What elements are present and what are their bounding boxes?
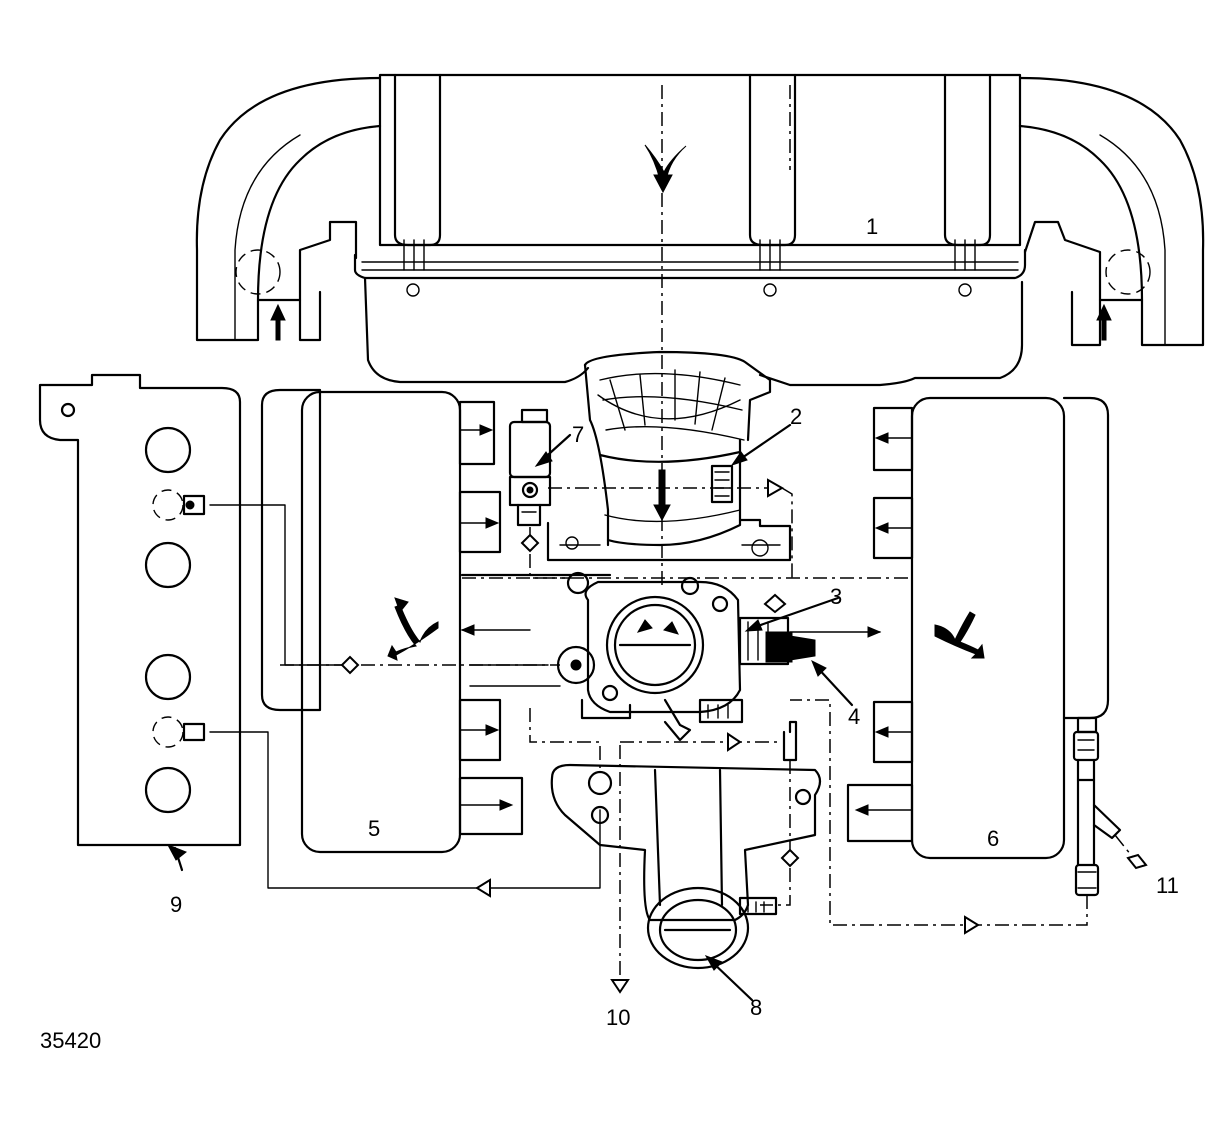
runner-right-1 <box>872 406 914 472</box>
flow-arrow-icon <box>475 878 491 898</box>
plenum-pillar-left <box>393 73 442 297</box>
callout-5: 5 <box>368 816 380 841</box>
solenoid-valve: 7 <box>508 408 584 579</box>
cylinder-bank-right: 6 11 <box>789 396 1179 935</box>
runner-right-4 <box>846 783 914 843</box>
callout-11: 11 <box>1156 873 1179 898</box>
callout-6: 6 <box>987 826 999 851</box>
inflow-arrow-right-icon <box>1096 303 1112 341</box>
airflow-converge-icon <box>644 144 687 194</box>
plenum-pillar-center <box>748 73 797 297</box>
cylinder-bank-left: 5 <box>260 388 531 854</box>
flow-arrow-icon <box>1126 853 1148 870</box>
runner-left-1 <box>458 400 496 466</box>
callout-2: 2 <box>790 404 802 429</box>
runner-left-4 <box>458 776 524 836</box>
duct-airflow-arrow-icon <box>653 469 671 522</box>
iac-valve <box>698 616 816 724</box>
callout-3: 3 <box>830 584 842 609</box>
flow-arrow-icon <box>780 848 800 868</box>
fuel-fitting: 11 <box>790 699 1179 935</box>
plenum-pillar-right <box>943 73 992 297</box>
flow-arrow-icon <box>727 732 742 752</box>
flow-arrow-icon <box>340 655 360 675</box>
callout-7: 7 <box>572 422 584 447</box>
flow-arrow-icon <box>767 478 785 498</box>
bank-left-airflow-icon <box>387 597 439 661</box>
inflow-arrow-left-icon <box>270 303 286 341</box>
lower-inlet: 8 <box>550 763 822 1020</box>
air-duct-maf: 2 <box>546 350 802 578</box>
callout-4: 4 <box>848 704 860 729</box>
callout-10: 10 <box>606 1005 630 1030</box>
flow-arrow-icon <box>520 533 540 553</box>
callout-1: 1 <box>866 214 878 239</box>
bank-right-airflow-icon <box>934 611 985 659</box>
flow-arrow-icon <box>964 915 980 935</box>
throttle-body: 3 4 10 <box>280 571 910 1030</box>
runner-left-2 <box>458 490 502 554</box>
callout-8: 8 <box>750 995 762 1020</box>
flow-arrow-icon <box>610 979 630 994</box>
flow-arrow-icon <box>763 593 787 614</box>
left-panel-plate: 9 <box>38 373 601 917</box>
callout-9: 9 <box>170 892 182 917</box>
air-cleaner-assembly: 1 <box>195 73 1205 590</box>
figure-id: 35420 <box>40 1028 101 1053</box>
